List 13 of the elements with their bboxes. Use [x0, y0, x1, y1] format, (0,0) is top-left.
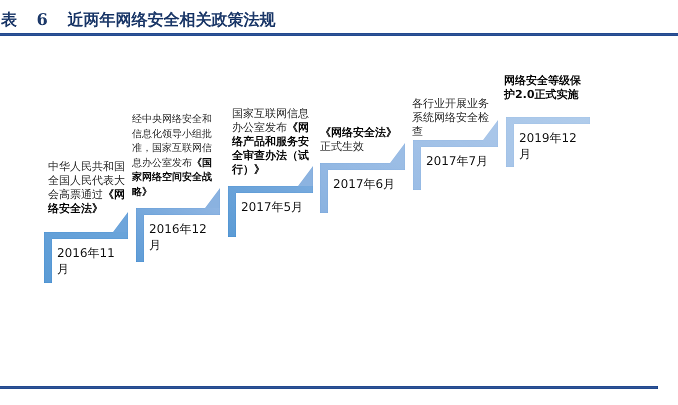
policy-description: 经中央网络安全和信息化领导小组批准，国家互联网信息办公室发布《国家网络空间安全战略》 [132, 113, 213, 200]
date-label: 2019年12月 [519, 130, 578, 162]
date-label: 2017年5月 [241, 199, 304, 215]
policy-description: 《网络安全法》正式生效 [320, 126, 398, 154]
date-label: 2016年12月 [149, 221, 208, 253]
date-label: 2016年11月 [57, 245, 116, 277]
policy-description: 中华人民共和国全国人民代表大会高票通过《网络安全法》 [48, 160, 126, 216]
table-title: 表 6 近两年网络安全相关政策法规 [1, 10, 276, 30]
date-label: 2017年7月 [426, 153, 490, 169]
policy-description: 国家互联网信息办公室发布《网络产品和服务安全审查办法（试行）》 [232, 107, 310, 177]
policy-description: 各行业开展业务系统网络安全检查 [412, 97, 490, 139]
policy-description: 网络安全等级保护2.0正式实施 [504, 74, 582, 102]
date-label: 2017年6月 [333, 176, 396, 192]
